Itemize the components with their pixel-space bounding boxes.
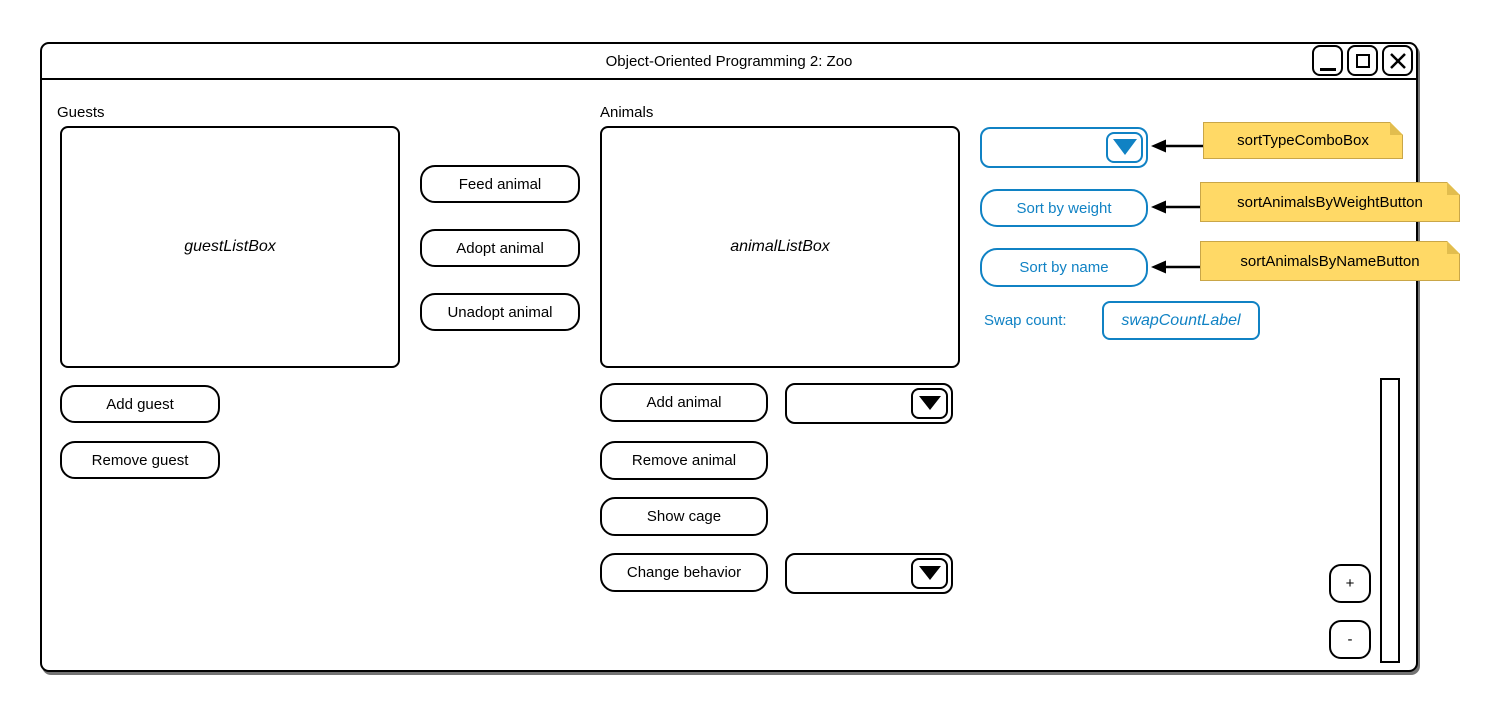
annotation-arrow — [1151, 260, 1206, 274]
remove-animal-button[interactable]: Remove animal — [600, 441, 768, 480]
animal-listbox[interactable]: animalListBox — [600, 126, 960, 368]
dropdown-arrow-icon — [1112, 139, 1137, 155]
sort-type-combobox[interactable] — [980, 127, 1148, 168]
zoom-in-button[interactable]: + — [1329, 564, 1371, 603]
add-animal-button[interactable]: Add animal — [600, 383, 768, 422]
annotation-arrow — [1151, 139, 1206, 153]
minimize-button[interactable] — [1312, 45, 1343, 76]
adopt-animal-button[interactable]: Adopt animal — [420, 229, 580, 267]
show-cage-button[interactable]: Show cage — [600, 497, 768, 536]
behavior-combobox[interactable] — [785, 553, 953, 594]
note-fold-icon — [1447, 241, 1460, 254]
remove-guest-button[interactable]: Remove guest — [60, 441, 220, 479]
swap-count-label: Swap count: — [984, 312, 1067, 329]
change-behavior-button[interactable]: Change behavior — [600, 553, 768, 592]
zoom-out-button[interactable]: - — [1329, 620, 1371, 659]
feed-animal-button[interactable]: Feed animal — [420, 165, 580, 203]
dropdown-arrow-icon — [918, 396, 941, 410]
note-fold-icon — [1447, 182, 1460, 195]
sort-by-weight-button[interactable]: Sort by weight — [980, 189, 1148, 227]
add-guest-button[interactable]: Add guest — [60, 385, 220, 423]
maximize-icon — [1355, 53, 1370, 68]
annotation-arrow — [1151, 200, 1206, 214]
animals-section-label: Animals — [600, 104, 654, 121]
titlebar[interactable]: Object-Oriented Programming 2: Zoo — [42, 44, 1416, 80]
dropdown-arrow-icon — [918, 566, 941, 580]
annotation-note-sort-name: sortAnimalsByNameButton — [1200, 241, 1460, 281]
swap-count-value-box: swapCountLabel — [1102, 301, 1260, 340]
vertical-scrollbar[interactable] — [1380, 378, 1400, 663]
minimize-icon — [1319, 68, 1336, 71]
annotation-note-sort-weight: sortAnimalsByWeightButton — [1200, 182, 1460, 222]
unadopt-animal-button[interactable]: Unadopt animal — [420, 293, 580, 331]
animal-type-combobox[interactable] — [785, 383, 953, 424]
annotation-note-sort-type: sortTypeComboBox — [1203, 122, 1403, 159]
dropdown-button[interactable] — [911, 557, 948, 589]
sort-by-name-button[interactable]: Sort by name — [980, 248, 1148, 287]
close-button[interactable] — [1382, 45, 1413, 76]
guests-section-label: Guests — [57, 104, 105, 121]
dropdown-button[interactable] — [911, 387, 948, 419]
guest-listbox[interactable]: guestListBox — [60, 126, 400, 368]
dropdown-button[interactable] — [1106, 131, 1143, 163]
window-title: Object-Oriented Programming 2: Zoo — [605, 53, 853, 70]
maximize-button[interactable] — [1347, 45, 1378, 76]
close-icon — [1389, 52, 1406, 69]
